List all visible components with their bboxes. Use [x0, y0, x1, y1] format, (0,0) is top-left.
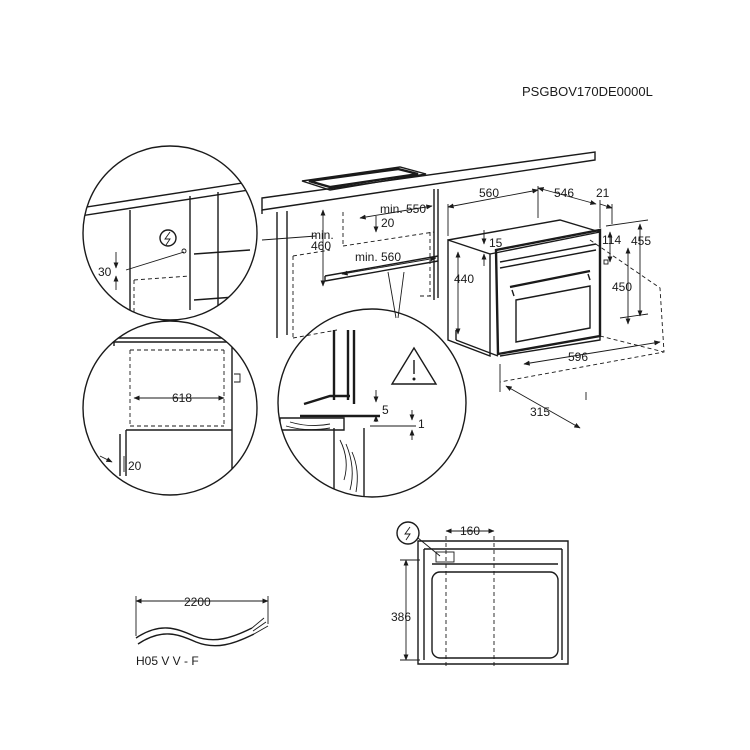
dimension-label-w-596: 596 [568, 350, 588, 364]
dimension-label-min-550: min. 550 [380, 202, 426, 216]
dimension-label-d-546: 546 [554, 186, 574, 200]
dimension-label-h-30: 30 [98, 265, 112, 279]
connection-point-icon [396, 521, 441, 557]
dimension-label-min-460-b: 460 [311, 239, 331, 253]
dimension-label-h-455: 455 [631, 234, 651, 248]
dimension-label-w-618: 618 [172, 391, 192, 405]
electrical-hazard-icon [159, 229, 177, 247]
dimension-label-h-440: 440 [454, 272, 474, 286]
dimension-label-d-21: 21 [596, 186, 610, 200]
dimension-label-cable-type: H05 V V - F [136, 654, 199, 668]
ventilation-detail-circle: 5 1 [277, 308, 467, 498]
dimension-label-d-315: 315 [530, 405, 550, 419]
niche-width-detail-circle: 618 20 [82, 320, 258, 496]
power-cable-drawing: 2200 H05 V V - F [135, 595, 269, 668]
dimension-label-w-160: 160 [460, 524, 480, 538]
dimension-label-n-20-bottom: 20 [128, 459, 142, 473]
dimension-label-h-114: 114 [602, 233, 621, 247]
dimension-label-w-560: 560 [479, 186, 499, 200]
dimension-label-h-386: 386 [391, 610, 411, 624]
dimension-label-h-15: 15 [489, 236, 503, 250]
dimension-label-n-20-top: 20 [381, 216, 395, 230]
dimension-label-n-1: 1 [418, 417, 425, 431]
rear-view: 160 386 [391, 521, 569, 668]
dimension-label-n-5: 5 [382, 403, 389, 417]
model-code: PSGBOV170DE0000L [522, 84, 653, 99]
socket-detail-circle: 30 [82, 145, 258, 321]
countertop-view: min. 460 min. 550 20 min. 560 [261, 151, 596, 339]
dimension-label-min-560: min. 560 [355, 250, 401, 264]
dimension-label-cable-2200: 2200 [184, 595, 211, 609]
dimension-label-h-450: 450 [612, 280, 632, 294]
dimension-label-min-460-a: min. [311, 228, 334, 242]
warning-icon [390, 346, 438, 385]
oven-view: 560 546 21 15 440 114 455 450 596 315 [447, 186, 665, 429]
